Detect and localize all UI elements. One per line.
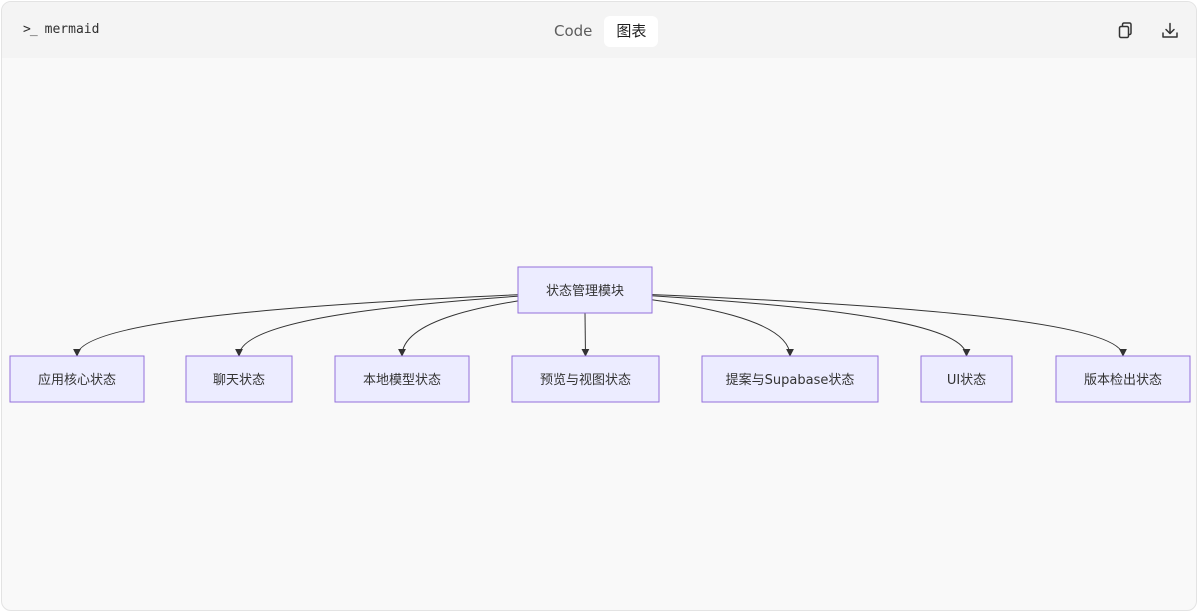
tab-diagram[interactable]: 图表 <box>604 16 659 47</box>
diagram-node: 预览与视图状态 <box>511 355 660 403</box>
diagram-node: UI状态 <box>920 355 1013 403</box>
copy-button[interactable] <box>1115 20 1137 42</box>
node-label: 聊天状态 <box>213 373 265 388</box>
terminal-prompt-icon: >_ <box>23 22 38 37</box>
node-box <box>920 355 1013 403</box>
download-button[interactable] <box>1159 20 1181 42</box>
node-box <box>185 355 293 403</box>
node-label: 应用核心状态 <box>38 372 116 388</box>
diagram-node-root: 状态管理模块 <box>517 266 653 314</box>
node-label: UI状态 <box>947 373 986 388</box>
node-box <box>511 355 660 403</box>
node-box <box>517 266 653 314</box>
code-block-toolbar: >_ mermaid Code 图表 <box>2 2 1196 58</box>
node-box <box>701 355 879 403</box>
language-label-group: >_ mermaid <box>23 22 99 37</box>
download-icon <box>1162 22 1178 38</box>
diagram-node: 提案与Supabase状态 <box>701 355 879 403</box>
diagram-edge <box>73 293 535 357</box>
node-box <box>9 355 145 403</box>
node-label: 预览与视图状态 <box>540 372 631 388</box>
node-label: 版本检出状态 <box>1084 373 1162 388</box>
node-label: 本地模型状态 <box>363 373 441 388</box>
node-box <box>1055 355 1191 403</box>
tab-code[interactable]: Code <box>554 22 593 40</box>
diagram-edge <box>638 293 1127 357</box>
node-box <box>334 355 470 403</box>
diagram-edge <box>235 293 551 357</box>
diagram-node: 聊天状态 <box>185 355 293 403</box>
diagram-edge <box>581 312 590 357</box>
node-label: 提案与Supabase状态 <box>726 372 855 388</box>
view-tabs: Code 图表 <box>542 16 659 47</box>
language-label: mermaid <box>44 22 100 37</box>
node-label: 状态管理模块 <box>546 284 624 299</box>
copy-icon <box>1118 22 1132 39</box>
diagram-canvas: 状态管理模块应用核心状态 聊天状态 本地模型状态 预览与视图状态 提案与Supabase… <box>2 58 1196 610</box>
diagram-node: 应用核心状态 <box>9 355 145 403</box>
diagram-node: 本地模型状态 <box>334 355 470 403</box>
diagram-edge <box>623 293 971 357</box>
diagram-node: 版本检出状态 <box>1055 355 1191 403</box>
